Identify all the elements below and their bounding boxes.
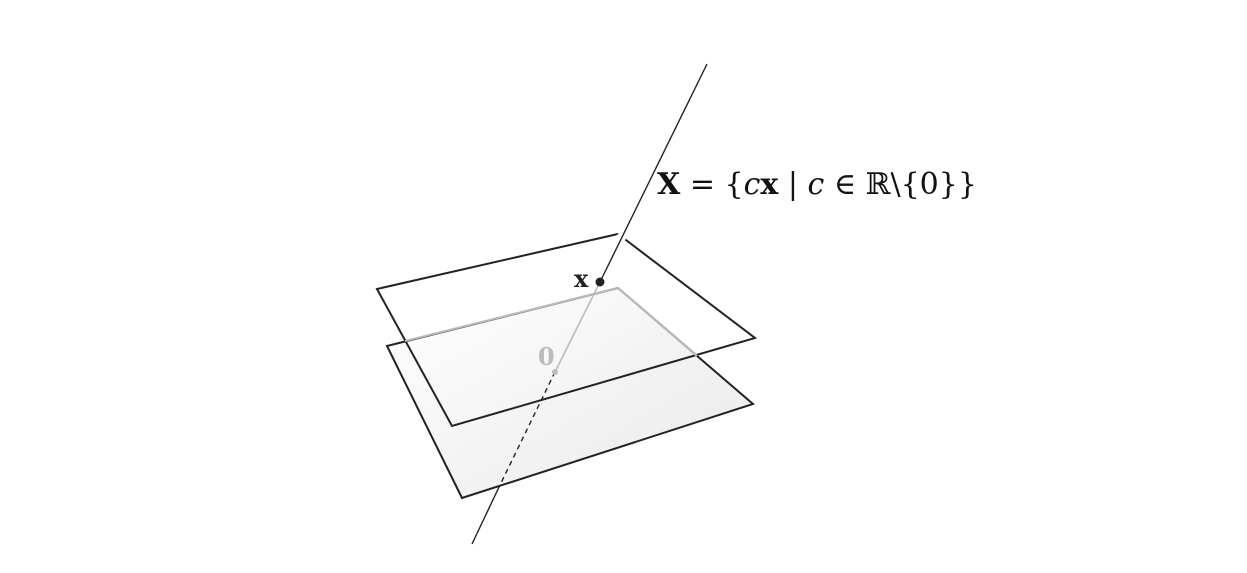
eq-c2: c: [807, 167, 824, 202]
equation-label: X = {cx | c ∈ ℝ\{0}}: [657, 167, 977, 202]
origin-label: 0: [538, 342, 555, 371]
eq-in: ∈ ℝ\{0}}: [824, 167, 977, 202]
eq-bar: |: [778, 167, 807, 202]
eq-equals: = {: [680, 167, 743, 202]
origin-point: [552, 369, 558, 375]
upper-plane: [375, 232, 758, 428]
line-upper-segment: [599, 63, 708, 283]
line-dashed-segment: [499, 371, 556, 486]
eq-c1: c: [744, 167, 761, 202]
lower-plane-hidden-edge: [404, 286, 698, 357]
eq-x: x: [760, 167, 779, 202]
lower-plane: [385, 286, 756, 500]
eq-lhs: X: [657, 167, 681, 202]
point-x-label: x: [574, 264, 589, 293]
line-lower-segment: [471, 484, 501, 545]
line-origin-to-point: [554, 281, 601, 373]
point-x: [595, 277, 605, 287]
